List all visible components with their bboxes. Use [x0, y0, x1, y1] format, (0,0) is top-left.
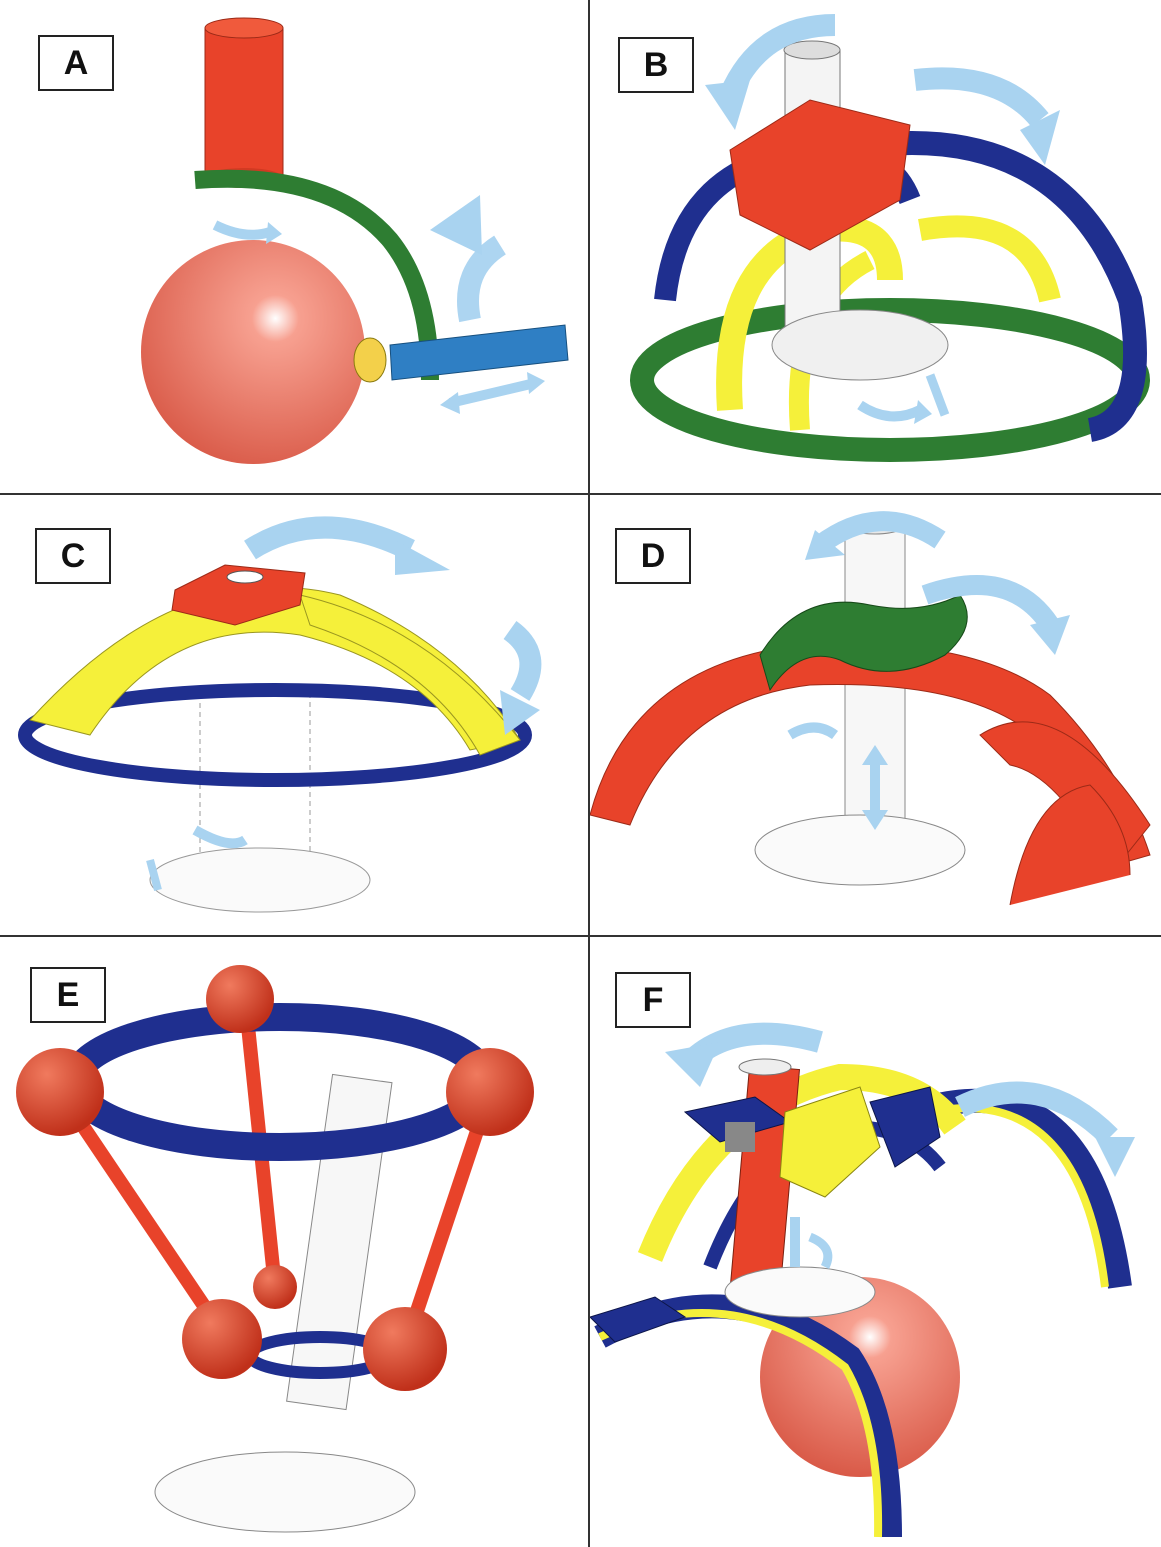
panel-d-illustration — [590, 495, 1161, 935]
panel-f: F — [590, 937, 1161, 1547]
panel-f-illustration — [590, 937, 1161, 1547]
panel-a: A — [0, 0, 588, 493]
panel-c: C — [0, 495, 588, 935]
panel-e-illustration — [0, 937, 588, 1547]
panel-c-illustration — [0, 495, 588, 935]
panel-e: E — [0, 937, 588, 1547]
panel-d: D — [590, 495, 1161, 935]
panel-b-illustration — [590, 0, 1161, 493]
panel-a-illustration — [0, 0, 588, 493]
panel-b: B — [590, 0, 1161, 493]
